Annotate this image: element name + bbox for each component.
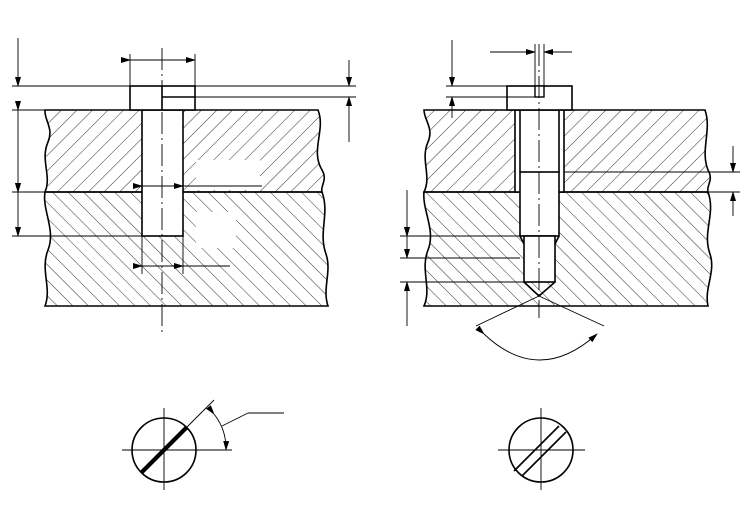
right-threaded-section [519, 171, 560, 237]
dim-point-angle [475, 325, 598, 361]
right-head-slot [534, 85, 545, 98]
right-tap-drill [523, 235, 556, 283]
left-bolt-shank [141, 109, 184, 237]
right-lower-plate [422, 191, 713, 307]
right-slot-edge-b [521, 431, 567, 477]
left-fastener-section [12, 38, 356, 332]
right-screw-head-top-view [498, 408, 585, 490]
right-fastener-section [400, 40, 740, 361]
left-screw-head-top-view [122, 399, 284, 490]
left-slot-line [139, 425, 189, 475]
right-slot-edge-a [513, 425, 560, 472]
left-upper-plate [43, 109, 326, 193]
dim-slot-angle [206, 405, 230, 451]
right-upper-plate [422, 109, 712, 193]
left-lower-plate [43, 191, 330, 307]
